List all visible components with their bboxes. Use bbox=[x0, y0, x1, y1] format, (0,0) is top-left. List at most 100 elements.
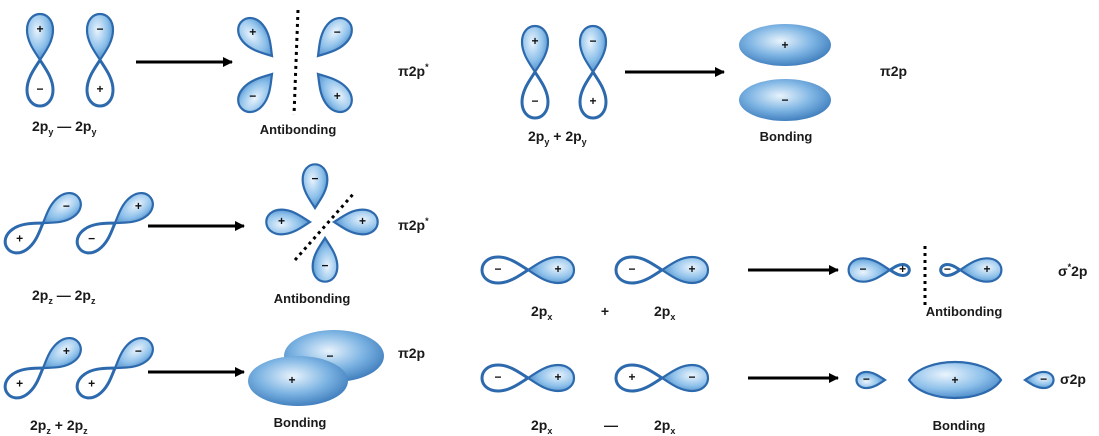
result-antibonding-1: Antibonding bbox=[260, 122, 337, 137]
ab2-lobe-right: + bbox=[334, 210, 378, 235]
orbital-sigma2p: σ2p bbox=[1060, 371, 1086, 387]
orbital-pi2p-star-1: π2p* bbox=[398, 62, 429, 79]
p6b-lobe-left: + bbox=[616, 365, 662, 391]
b3-lobe-left-sign: − bbox=[863, 372, 870, 386]
ab2-lobe-left-sign: + bbox=[278, 214, 285, 228]
result-bonding-1: Bonding bbox=[760, 129, 813, 144]
caption-px-plus-left: 2px bbox=[531, 303, 552, 322]
ab2-lobe-right-sign: + bbox=[359, 214, 366, 228]
ab3-lobe-right-small: − bbox=[941, 262, 960, 276]
result-antibonding-3: Antibonding bbox=[926, 304, 1003, 319]
result-antibonding-2: Antibonding bbox=[274, 291, 351, 306]
pi-bond-top-sign: + bbox=[781, 38, 788, 52]
p5-lobe-left-sign: − bbox=[494, 262, 501, 276]
p2-lobe-bottom-sign: − bbox=[531, 94, 538, 108]
ab3-lobe-right: + bbox=[960, 258, 1001, 281]
ab2-lobe-top-sign: − bbox=[311, 172, 318, 186]
ab3-lobe-left-small-sign: + bbox=[899, 262, 906, 276]
p6b-lobe-right-sign: − bbox=[688, 370, 695, 384]
p3-lobe-right: − bbox=[36, 188, 86, 233]
p4-lobe-right-sign: + bbox=[63, 344, 70, 358]
b3-lobe-left: − bbox=[856, 372, 885, 388]
ab1-lobe-tl: + bbox=[232, 12, 281, 64]
ab1-lobe-br: + bbox=[308, 66, 357, 118]
p1-lobe-top-sign: + bbox=[36, 22, 43, 36]
p6-lobe-left: − bbox=[482, 365, 528, 391]
ab1-lobe-tl-sign: + bbox=[249, 25, 256, 39]
b3-lobe-right-sign: − bbox=[1040, 372, 1047, 386]
p4b-lobe-left-sign: + bbox=[88, 377, 95, 391]
ab1-lobe-br-sign: + bbox=[334, 89, 341, 103]
p3b-lobe-left-sign: − bbox=[88, 232, 95, 246]
p5-lobe-left: − bbox=[482, 257, 528, 283]
p1-lobe-bottom: − bbox=[27, 60, 53, 106]
p2b-lobe-bottom-sign: + bbox=[589, 94, 596, 108]
ab3-lobe-left-small: + bbox=[890, 262, 909, 276]
caption-pz-minus: 2pz — 2pz bbox=[32, 287, 96, 306]
ab3-lobe-right-sign: + bbox=[983, 262, 990, 276]
ab2-lobe-top: − bbox=[303, 164, 328, 208]
p5b-lobe-left: − bbox=[616, 257, 662, 283]
p5-lobe-right-sign: + bbox=[554, 262, 561, 276]
ab3-lobe-right-small-sign: − bbox=[944, 262, 951, 276]
p3-lobe-right-sign: − bbox=[63, 199, 70, 213]
caption-px-plus-right: 2px bbox=[654, 303, 675, 322]
caption-px-minus-left: 2px bbox=[531, 417, 552, 436]
pi-bond-bottom-sign: − bbox=[781, 93, 788, 107]
orbital-pi2p-star-2: π2p* bbox=[398, 216, 429, 233]
p6b-lobe-left-sign: + bbox=[628, 370, 635, 384]
pi-bond-z-bottom-sign: + bbox=[288, 373, 295, 387]
ab1-lobe-tr: − bbox=[308, 12, 357, 64]
orbital-pi2p-1: π2p bbox=[880, 63, 907, 79]
p2-lobe-bottom: − bbox=[522, 72, 548, 118]
p4b-lobe-left: + bbox=[72, 358, 122, 403]
result-bonding-2: Bonding bbox=[274, 415, 327, 430]
ab3-lobe-left-sign: − bbox=[859, 262, 866, 276]
caption-py-minus: 2py — 2py bbox=[32, 118, 97, 137]
p1-lobe-top: + bbox=[27, 14, 53, 60]
p2-lobe-top-sign: + bbox=[531, 34, 538, 48]
result-bonding-3: Bonding bbox=[933, 418, 986, 433]
pi-bond-z-lobe-bottom bbox=[248, 356, 348, 406]
caption-pz-plus: 2pz + 2pz bbox=[30, 417, 88, 436]
orbital-sigma-star: σ*2p bbox=[1058, 262, 1087, 279]
p2b-lobe-top-sign: − bbox=[589, 34, 596, 48]
p5b-lobe-right: + bbox=[662, 257, 708, 283]
ab2-lobe-left: + bbox=[266, 210, 310, 235]
ab1-lobe-bl-sign: − bbox=[249, 89, 256, 103]
p2-lobe-top: + bbox=[522, 26, 548, 72]
p5b-lobe-left-sign: − bbox=[628, 262, 635, 276]
p4-lobe-right: + bbox=[36, 333, 86, 378]
p4-lobe-left-sign: + bbox=[16, 377, 23, 391]
p4b-lobe-right-sign: − bbox=[135, 344, 142, 358]
ab3-lobe-left: − bbox=[849, 258, 890, 281]
p5b-lobe-right-sign: + bbox=[688, 262, 695, 276]
caption-px-plus-op: + bbox=[601, 303, 609, 319]
p1b-lobe-top-sign: − bbox=[96, 22, 103, 36]
p2b-lobe-top: − bbox=[580, 26, 606, 72]
caption-px-minus-right: 2px bbox=[654, 417, 675, 436]
sigma-bond-center-sign: + bbox=[951, 373, 958, 387]
p6-lobe-left-sign: − bbox=[494, 370, 501, 384]
p1b-lobe-top: − bbox=[87, 14, 113, 60]
p5-lobe-right: + bbox=[528, 257, 574, 283]
caption-py-plus: 2py + 2py bbox=[528, 128, 587, 147]
orbital-pi2p-2: π2p bbox=[398, 345, 425, 361]
p2b-lobe-bottom: + bbox=[580, 72, 606, 118]
p6-lobe-right-sign: + bbox=[554, 370, 561, 384]
p6-lobe-right: + bbox=[528, 365, 574, 391]
p6b-lobe-right: − bbox=[662, 365, 708, 391]
p1-lobe-bottom-sign: − bbox=[36, 82, 43, 96]
b3-lobe-right: − bbox=[1025, 372, 1054, 388]
p1b-lobe-bottom: + bbox=[87, 60, 113, 106]
ab1-lobe-tr-sign: − bbox=[334, 25, 341, 39]
p3b-lobe-left: − bbox=[72, 213, 122, 258]
node-py-minus bbox=[294, 10, 298, 115]
ab2-lobe-bottom-sign: − bbox=[321, 259, 328, 273]
p1b-lobe-bottom-sign: + bbox=[96, 82, 103, 96]
p4-lobe-left: + bbox=[0, 358, 50, 403]
p3-lobe-left-sign: + bbox=[16, 232, 23, 246]
ab2-lobe-bottom: − bbox=[313, 238, 338, 282]
ab1-lobe-bl: − bbox=[232, 66, 281, 118]
